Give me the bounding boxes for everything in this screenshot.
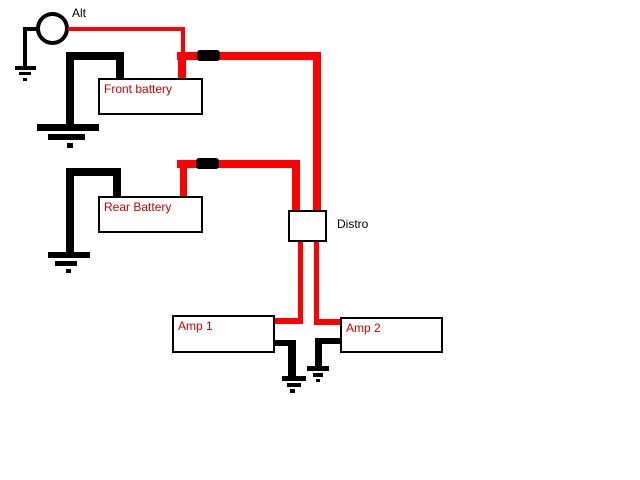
amp1-label: Amp 1 bbox=[178, 319, 213, 333]
front-battery-positive-lead bbox=[178, 52, 186, 78]
front-battery-ground-wire bbox=[66, 52, 74, 125]
amp1-ground-wire bbox=[288, 340, 296, 377]
ground-symbol-rear-battery bbox=[48, 252, 90, 258]
amp1-ground-wire bbox=[275, 340, 296, 346]
distro-to-amp2-wire bbox=[314, 242, 319, 325]
alt-power-wire bbox=[68, 27, 183, 31]
rear-to-distro-wire bbox=[292, 160, 300, 210]
alt-ground-wire bbox=[23, 27, 39, 31]
front-battery-box: Front battery bbox=[98, 78, 203, 115]
rear-fuse bbox=[196, 158, 219, 169]
ground-symbol-amp1 bbox=[287, 383, 301, 387]
ground-symbol-alt bbox=[19, 72, 31, 75]
front-battery-ground-wire bbox=[66, 52, 124, 60]
rear-power-wire bbox=[177, 160, 300, 168]
ground-symbol-rear-battery bbox=[55, 261, 77, 266]
ground-symbol-rear-battery bbox=[66, 269, 71, 273]
ground-symbol-alt bbox=[23, 78, 27, 81]
front-battery-ground-wire bbox=[116, 52, 124, 78]
alternator-symbol bbox=[36, 12, 69, 45]
rear-battery-ground-wire bbox=[113, 168, 121, 196]
rear-battery-label: Rear Battery bbox=[104, 200, 172, 214]
ground-symbol-front-battery bbox=[48, 134, 85, 140]
alternator-label: Alt bbox=[72, 6, 87, 20]
ground-symbol-front-battery bbox=[67, 143, 73, 148]
front-to-distro-wire bbox=[313, 52, 321, 210]
ground-symbol-amp1 bbox=[290, 389, 295, 393]
amp1-box: Amp 1 bbox=[172, 315, 275, 353]
alt-ground-wire bbox=[23, 27, 27, 67]
ground-symbol-amp1 bbox=[282, 376, 306, 381]
amp2-label: Amp 2 bbox=[346, 321, 381, 335]
distro-to-amp1-wire bbox=[298, 242, 303, 324]
distro-label: Distro bbox=[337, 217, 369, 231]
ground-symbol-amp2 bbox=[307, 366, 329, 371]
distro-to-amp1-wire bbox=[275, 318, 303, 324]
front-power-wire bbox=[177, 52, 321, 60]
distro-to-amp2-wire bbox=[314, 319, 340, 325]
alt-power-wire bbox=[181, 27, 185, 54]
distro-box bbox=[288, 210, 327, 242]
rear-battery-ground-wire bbox=[66, 168, 121, 176]
amp2-ground-wire bbox=[315, 338, 322, 367]
ground-symbol-amp2 bbox=[313, 373, 323, 377]
ground-symbol-front-battery bbox=[37, 124, 99, 131]
amp2-ground-wire bbox=[317, 338, 340, 344]
front-battery-label: Front battery bbox=[104, 82, 173, 96]
ground-symbol-alt bbox=[15, 66, 36, 70]
rear-battery-ground-wire bbox=[66, 168, 74, 253]
rear-battery-positive-lead bbox=[180, 160, 187, 196]
amp2-box: Amp 2 bbox=[340, 317, 443, 353]
ground-symbol-amp2 bbox=[316, 379, 320, 382]
front-fuse bbox=[197, 50, 220, 61]
rear-battery-box: Rear Battery bbox=[98, 196, 203, 233]
